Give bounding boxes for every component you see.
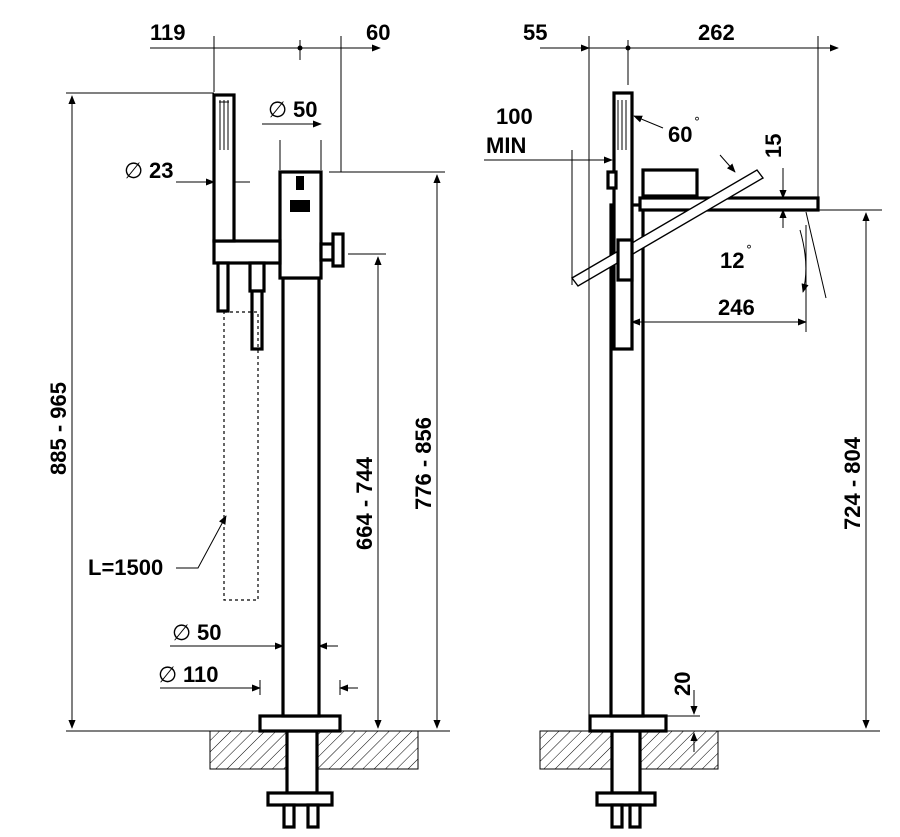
left-labels: 119 60 ∅ 50 ∅ 23 885 - 965 664 - 744 776…: [46, 20, 436, 688]
dim-wall-clearance-label: MIN: [486, 133, 526, 158]
right-faucet-body: [570, 91, 820, 829]
dim-hose-outlet-height: 664 - 744: [352, 456, 377, 550]
dim-60-top: 60: [366, 20, 390, 45]
left-dimensions: [66, 36, 445, 729]
dim-262: 262: [698, 20, 735, 45]
dim-spout-thickness: 15: [761, 134, 786, 158]
left-faucet-body: [212, 93, 345, 829]
diameter-symbol-handshower: ∅: [124, 159, 143, 184]
dim-overall-height: 885 - 965: [46, 382, 71, 475]
dim-55: 55: [523, 20, 547, 45]
dim-spout-tilt: 12: [720, 248, 744, 273]
left-floor: [66, 730, 450, 770]
dim-handshower-diameter: 23: [149, 158, 173, 183]
dim-floor-gap: 20: [670, 672, 695, 696]
diameter-symbol-column: ∅: [172, 621, 191, 646]
dim-wall-clearance-value: 100: [496, 104, 533, 129]
dim-lever-height: 776 - 856: [411, 417, 436, 510]
right-dimensions: [484, 36, 882, 752]
dim-spout-projection: 246: [718, 295, 755, 320]
diameter-symbol-base: ∅: [158, 663, 177, 688]
dim-119: 119: [150, 20, 186, 45]
dim-column-diameter: 50: [197, 620, 221, 645]
dim-base-diameter: 110: [183, 662, 219, 687]
degree-symbol-60: °: [694, 115, 700, 129]
dim-hose-length: L=1500: [88, 555, 163, 580]
diameter-symbol-spout: ∅: [268, 98, 287, 123]
dim-spout-height: 724 - 804: [840, 436, 865, 530]
right-labels: 55 262 100 MIN 60 ° 15 12 ° 246 724 - 80…: [486, 20, 865, 696]
right-view: 55 262 100 MIN 60 ° 15 12 ° 246 724 - 80…: [484, 20, 882, 829]
dim-lever-angle: 60: [668, 122, 692, 147]
right-floor: [539, 730, 880, 770]
dim-spout-diameter: 50: [293, 97, 317, 122]
degree-symbol-12: °: [746, 243, 752, 257]
left-view: 119 60 ∅ 50 ∅ 23 885 - 965 664 - 744 776…: [46, 20, 450, 829]
